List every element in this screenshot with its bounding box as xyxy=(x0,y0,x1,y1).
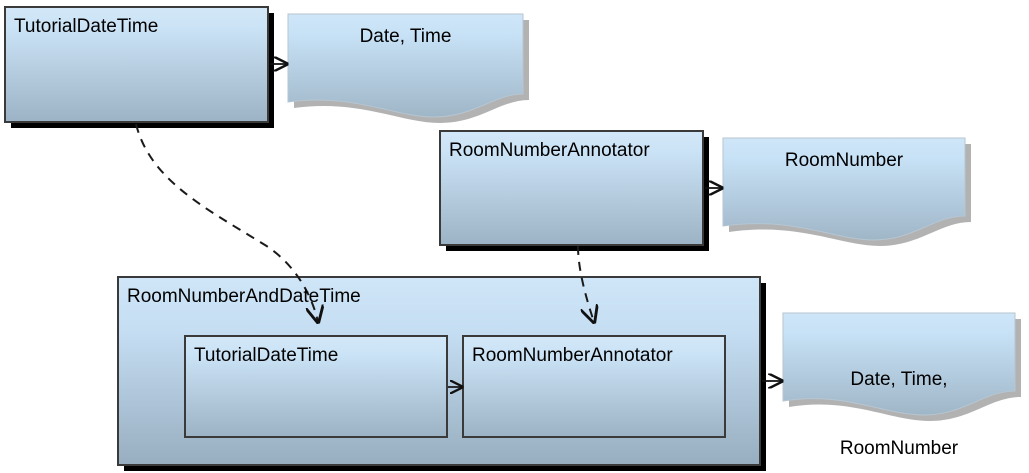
dashed-tutorial-to-inner-tutorial xyxy=(135,123,318,322)
node-tutorial-date-time-top[interactable] xyxy=(4,6,269,123)
node-room-number-annotator-inner[interactable] xyxy=(462,335,726,438)
connector-layer xyxy=(135,64,782,387)
node-room-number-doc[interactable] xyxy=(722,137,966,241)
node-tutorial-date-time-inner[interactable] xyxy=(184,335,448,438)
dashed-annotator-to-inner-annotator xyxy=(577,245,594,322)
node-date-time-doc[interactable] xyxy=(287,13,524,118)
node-room-number-annotator-mid[interactable] xyxy=(439,130,704,246)
node-date-time-room-number-doc[interactable] xyxy=(782,312,1016,416)
